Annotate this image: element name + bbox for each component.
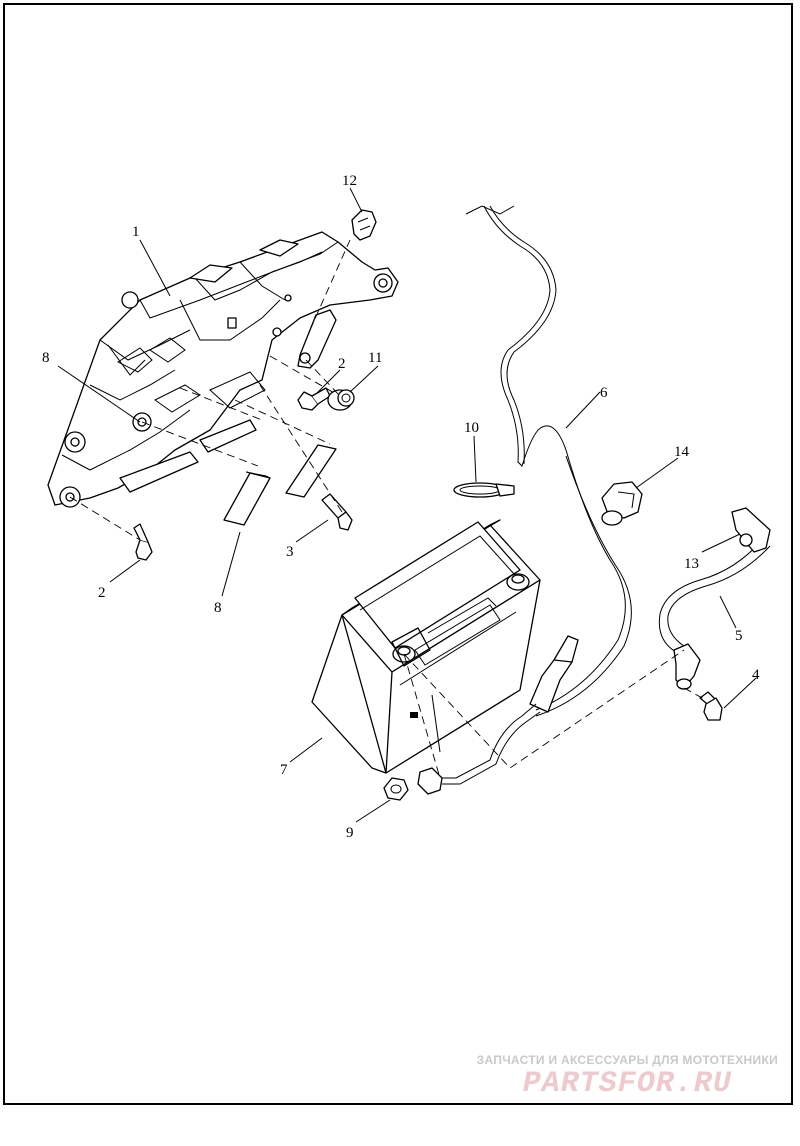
callout-5: 5 (735, 628, 743, 644)
diagram-frame (3, 3, 793, 1105)
screw-part-2b (133, 523, 153, 561)
callout-14: 14 (674, 444, 690, 460)
assembly-lines (69, 239, 707, 779)
pad-part-8b (285, 444, 337, 498)
callout-8-upper: 8 (42, 350, 50, 366)
callout-1: 1 (132, 224, 140, 240)
clip-part-12 (351, 209, 377, 241)
leader-lines (57, 187, 757, 823)
callout-7: 7 (280, 762, 288, 778)
callout-2-upper: 2 (338, 356, 346, 372)
callout-3: 3 (286, 544, 294, 560)
watermark: ЗАПЧАСТИ И АКСЕССУАРЫ ДЛЯ МОТОТЕХНИКИ PA… (477, 1053, 778, 1101)
bolt-part-4 (699, 691, 723, 721)
bolt-part-3 (321, 493, 353, 531)
cable-strap-part-10 (453, 482, 515, 498)
battery-tray-bracket (47, 231, 399, 508)
terminal-cover-part-14 (601, 481, 643, 526)
watermark-logo-text: PARTSFOR.RU (522, 1067, 732, 1101)
callout-8-lower: 8 (214, 600, 222, 616)
callout-6: 6 (600, 385, 608, 401)
cable-part-6 (417, 205, 632, 795)
callout-12: 12 (342, 173, 357, 189)
pad-part-8a (223, 471, 271, 526)
callout-10: 10 (464, 420, 479, 436)
watermark-tagline: ЗАПЧАСТИ И АКСЕССУАРЫ ДЛЯ МОТОТЕХНИКИ (476, 1053, 778, 1067)
screw-part-2a (297, 387, 331, 411)
callout-2-lower: 2 (98, 585, 106, 601)
callout-13: 13 (684, 556, 699, 572)
callout-4: 4 (752, 667, 760, 683)
callout-numbers: 1 2 2 3 4 5 6 7 8 8 9 10 11 12 13 14 (42, 173, 760, 841)
callout-9: 9 (346, 825, 354, 841)
grommet-part-11 (327, 389, 355, 411)
cable-part-5 (658, 507, 771, 690)
nut-part-9 (383, 777, 409, 801)
battery-part-7 (311, 519, 541, 774)
callout-11: 11 (368, 350, 382, 366)
